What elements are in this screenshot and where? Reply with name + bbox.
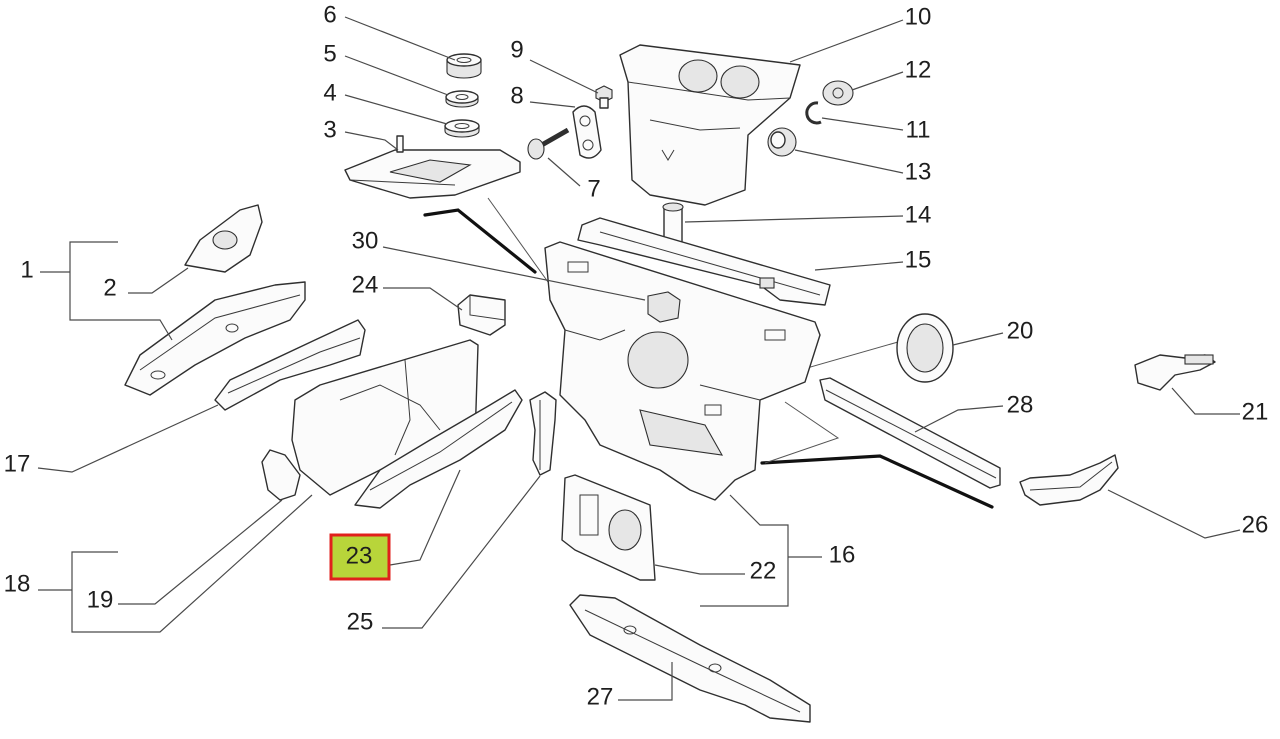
- callout-27[interactable]: 27: [587, 684, 614, 711]
- leader-bracket-16: [700, 494, 789, 607]
- leader-bracket-1: [69, 241, 173, 341]
- callout-23-highlighted[interactable]: 23: [346, 543, 373, 570]
- part-20-oval-seal: [896, 313, 954, 383]
- seal-strip-left: [423, 208, 537, 274]
- leader-line-6: [344, 16, 456, 61]
- callout-20[interactable]: 20: [1007, 318, 1034, 345]
- callout-16[interactable]: 16: [829, 542, 856, 569]
- callout-14[interactable]: 14: [905, 202, 932, 229]
- part-11-clip: [805, 101, 822, 125]
- leader-line-22: [654, 564, 745, 575]
- callout-12[interactable]: 12: [905, 57, 932, 84]
- highlight-border-23: [329, 533, 391, 581]
- part-25-bracket: [529, 391, 557, 476]
- callout-22[interactable]: 22: [750, 558, 777, 585]
- callout-25[interactable]: 25: [347, 609, 374, 636]
- part-12-washer: [822, 80, 854, 106]
- part-2-plate: [184, 204, 263, 273]
- leader-line-26: [1107, 489, 1241, 539]
- callout-11[interactable]: 11: [906, 117, 931, 144]
- callout-1[interactable]: 1: [20, 257, 33, 284]
- leader-bracket-18: [71, 494, 313, 633]
- callout-17[interactable]: 17: [4, 451, 31, 478]
- leader-line-30: [382, 246, 646, 301]
- part-15-crossmember: [577, 217, 831, 306]
- callout-18[interactable]: 18: [4, 571, 31, 598]
- assembly-lines: [423, 197, 994, 509]
- leader-line-24: [383, 287, 463, 311]
- part-14-tube: [662, 202, 684, 246]
- leader-line-2: [128, 267, 189, 294]
- assembly-line-bracket-to-firewall: [487, 197, 549, 283]
- part-26-bracket: [1019, 454, 1119, 506]
- part-13-grommet: [767, 127, 797, 157]
- leader-line-14: [684, 215, 904, 223]
- leader-line-3: [344, 131, 399, 151]
- leader-line-19: [118, 499, 283, 605]
- part-10-air-box: [619, 44, 801, 206]
- leader-line-27: [618, 662, 673, 701]
- leader-line-8: [529, 101, 576, 108]
- callout-6[interactable]: 6: [323, 2, 336, 29]
- callout-24[interactable]: 24: [352, 272, 379, 299]
- part-27-floor-rail: [569, 594, 811, 723]
- callout-3[interactable]: 3: [323, 117, 336, 144]
- callout-5[interactable]: 5: [323, 41, 336, 68]
- leader-line-9: [529, 59, 599, 94]
- parts: [124, 44, 1216, 723]
- part-22-panel: [561, 474, 656, 581]
- leader-line-25: [382, 475, 541, 629]
- part-6-nut: [446, 53, 482, 79]
- leader-line-20: [952, 332, 1004, 346]
- part-7-bolt: [527, 127, 570, 160]
- leader-line-4: [344, 94, 448, 125]
- part-28-cross-bar: [819, 377, 1001, 489]
- leader-line-28: [914, 405, 1004, 433]
- callout-30[interactable]: 30: [352, 228, 379, 255]
- leader-line-23: [389, 469, 461, 566]
- callout-21[interactable]: 21: [1242, 399, 1269, 426]
- part-21-bolt-clip: [1134, 354, 1216, 391]
- leader-line-10: [789, 19, 904, 63]
- callout-4[interactable]: 4: [323, 80, 336, 107]
- leader-line-15: [814, 261, 904, 271]
- leader-lines: [37, 16, 1241, 701]
- assembly-line-bar-to-firewall: [764, 401, 840, 464]
- leader-line-7: [547, 157, 581, 187]
- callout-9[interactable]: 9: [510, 37, 523, 64]
- leader-line-21: [1171, 387, 1240, 415]
- part-3-bracket: [344, 135, 521, 199]
- callout-26[interactable]: 26: [1242, 512, 1269, 539]
- callout-2[interactable]: 2: [103, 275, 116, 302]
- leader-line-12: [851, 71, 904, 91]
- part-23-inner-rail: [354, 389, 523, 509]
- seal-strip-right: [760, 454, 994, 509]
- callout-10[interactable]: 10: [905, 4, 932, 31]
- part-4-washer: [444, 119, 480, 138]
- leader-line-17: [37, 404, 219, 473]
- part-19-bracket: [261, 449, 301, 501]
- part-17-strip: [214, 319, 366, 411]
- callout-28[interactable]: 28: [1007, 392, 1034, 419]
- callout-19[interactable]: 19: [87, 587, 114, 614]
- leader-line-5: [344, 55, 449, 96]
- callout-7[interactable]: 7: [587, 176, 600, 203]
- callout-15[interactable]: 15: [905, 247, 932, 274]
- part-24-bracket: [457, 294, 506, 336]
- part-16-firewall-panel: [544, 241, 821, 501]
- leader-line-13: [794, 149, 904, 174]
- leader-line-11: [821, 117, 904, 131]
- part-1-side-rail: [124, 281, 306, 396]
- callout-8[interactable]: 8: [510, 83, 523, 110]
- callout-13[interactable]: 13: [905, 159, 932, 186]
- callout-labels: 6 5 4 3 9 8 7 10 12 11 13 14 15 30 24 1 …: [4, 2, 1269, 711]
- part-30-bracket: [647, 291, 681, 323]
- part-8-plate: [572, 105, 602, 159]
- part-9-bolt: [595, 85, 613, 109]
- part-5-washer: [445, 90, 479, 108]
